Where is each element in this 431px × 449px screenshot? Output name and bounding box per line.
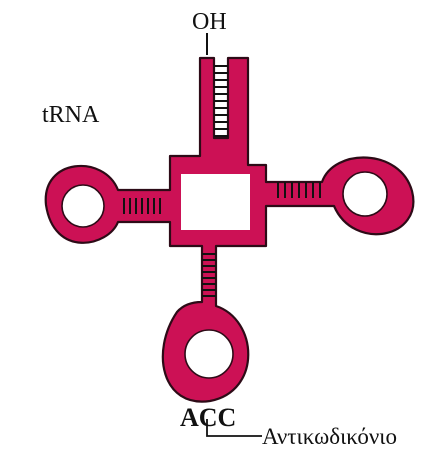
anticodon-loop-hole [185, 330, 233, 378]
anticodon-label: Αντικωδικόνιο [262, 425, 397, 448]
acc-label: ACC [180, 405, 236, 431]
left-loop-hole [62, 185, 104, 227]
trna-label: tRNA [42, 103, 99, 127]
oh-label: OH [192, 10, 227, 34]
trna-molecule [46, 33, 414, 436]
right-loop-hole [343, 172, 387, 216]
central-hollow [181, 174, 250, 230]
